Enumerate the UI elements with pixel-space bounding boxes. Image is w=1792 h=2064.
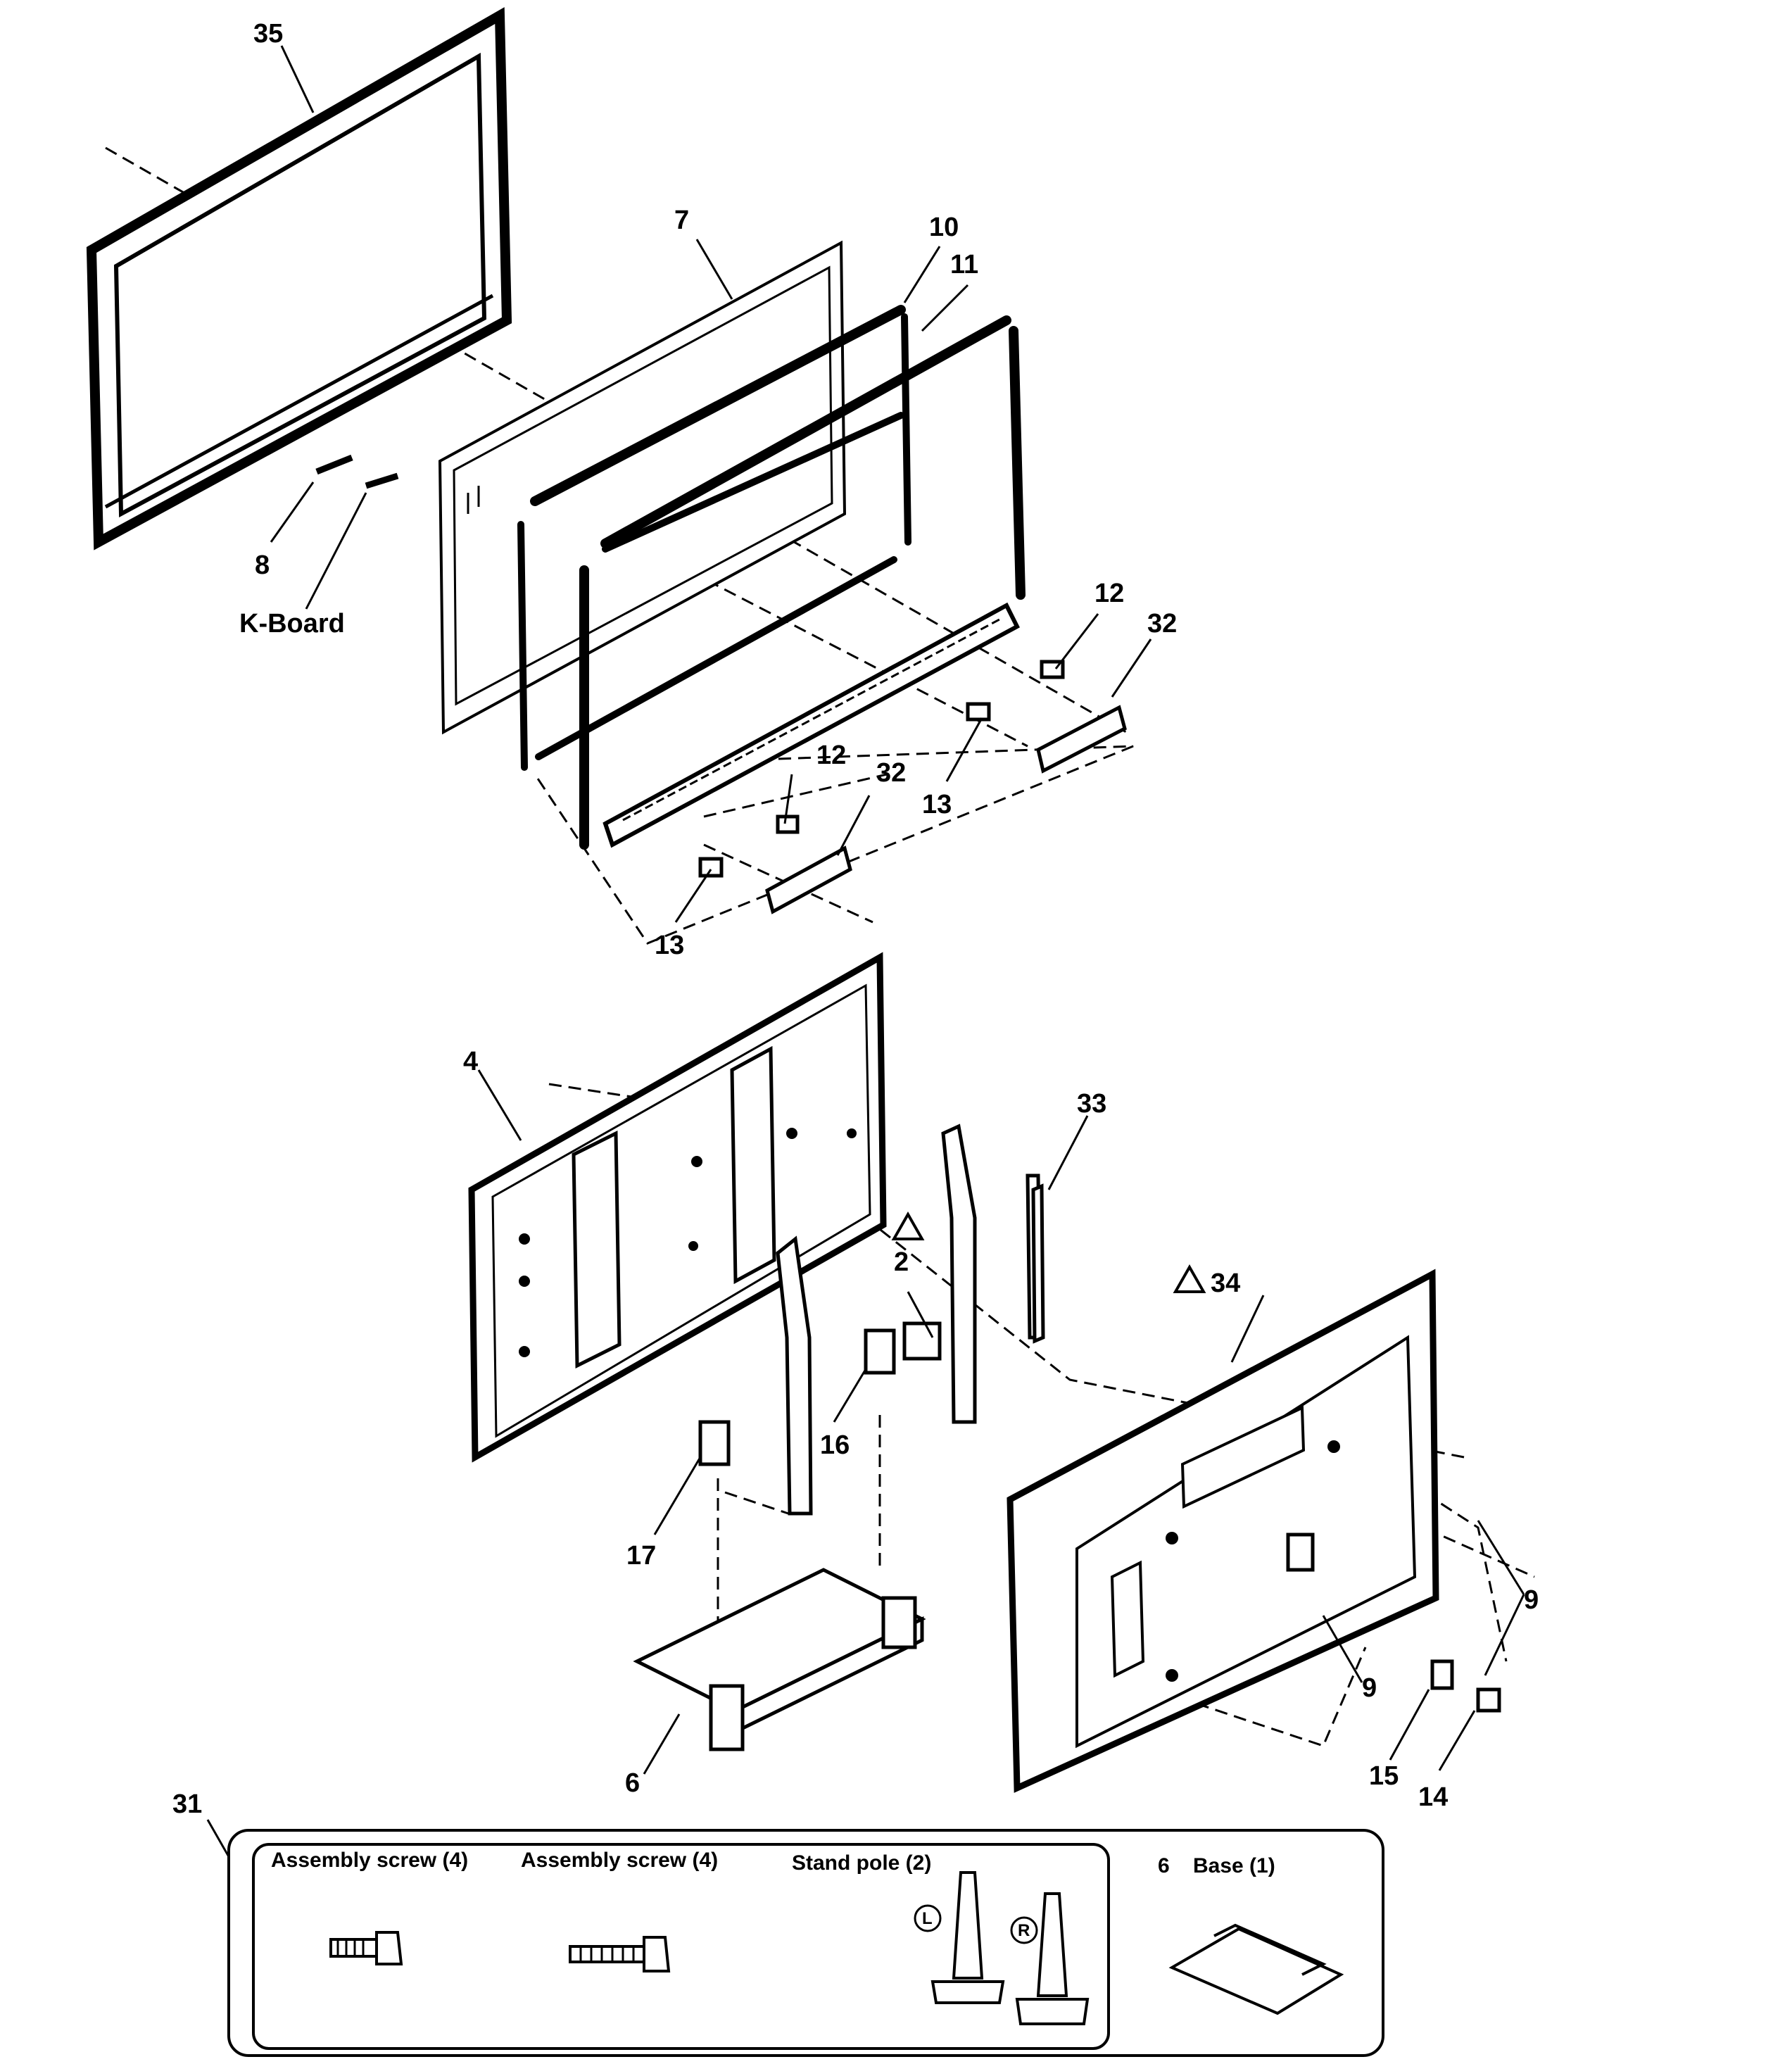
base-part-6 [633, 1568, 926, 1751]
assembly-screw-b-label: Assembly screw (4) [521, 1849, 718, 1872]
callout-12-right: 12 [1094, 579, 1124, 608]
leader-lines [206, 45, 1525, 1894]
bottom-rail [602, 602, 1020, 848]
base-number-label: 6 [1158, 1854, 1170, 1877]
right-pole-mark: R [1018, 1921, 1030, 1940]
assembly-screw-b-icon [569, 1936, 671, 1972]
callout-32-left: 32 [876, 758, 906, 788]
hardware-parts-12-13-32 [698, 660, 1127, 914]
callout-32-right: 32 [1147, 609, 1177, 638]
stand-pole-label: Stand pole (2) [792, 1851, 931, 1875]
callout-13-right: 13 [922, 790, 952, 819]
assembly-screw-a-label: Assembly screw (4) [271, 1849, 468, 1872]
assembly-screw-a-icon [329, 1931, 403, 1965]
small-parts-14-15 [1430, 1659, 1501, 1713]
rear-cabinet-part-34 [1007, 1269, 1439, 1793]
bracket-part-33 [1031, 1183, 1045, 1344]
callout-10: 10 [929, 213, 959, 242]
callout-17: 17 [626, 1541, 656, 1571]
callout-7: 7 [674, 206, 689, 235]
callout-6: 6 [625, 1768, 640, 1798]
left-pole-mark: L [922, 1909, 933, 1928]
callout-2: 2 [894, 1247, 909, 1277]
warning-icon [891, 1211, 1206, 1293]
callout-15: 15 [1369, 1761, 1399, 1791]
bezel-frame-part-35 [86, 7, 512, 550]
callout-4: 4 [463, 1047, 478, 1076]
callout-31: 31 [172, 1789, 202, 1819]
callout-13-left: 13 [655, 931, 684, 960]
callout-35: 35 [253, 19, 283, 49]
callout-8: 8 [255, 550, 270, 580]
base-icon [1168, 1923, 1344, 2015]
callout-k-board: K-Board [239, 609, 345, 638]
callout-14: 14 [1418, 1782, 1448, 1812]
callout-16: 16 [820, 1430, 850, 1460]
callout-9-middle: 9 [1362, 1673, 1377, 1703]
accessory-box-part-31 [227, 1829, 1384, 2057]
callout-33: 33 [1077, 1089, 1106, 1119]
callout-labels: 35 7 10 11 8 K-Board 12 32 12 32 13 13 4… [172, 19, 1539, 1819]
accessory-labels: Assembly screw (4) Assembly screw (4) St… [271, 1849, 1275, 1940]
k-board-part-8 [315, 454, 399, 489]
callout-9-right: 9 [1524, 1585, 1539, 1615]
stand-pole-left-icon [930, 1871, 1005, 2004]
callout-11: 11 [950, 250, 978, 279]
callout-12-left: 12 [816, 741, 846, 770]
callout-34: 34 [1211, 1269, 1240, 1298]
glass-panel-part-7 [438, 240, 847, 735]
stand-pole-right-icon [1015, 1892, 1090, 2025]
gasket-strips-part-10-11 [517, 305, 1026, 850]
chassis-part-4 [468, 952, 887, 1463]
base-label: Base (1) [1193, 1854, 1275, 1877]
stand-brackets [698, 1124, 1042, 1516]
